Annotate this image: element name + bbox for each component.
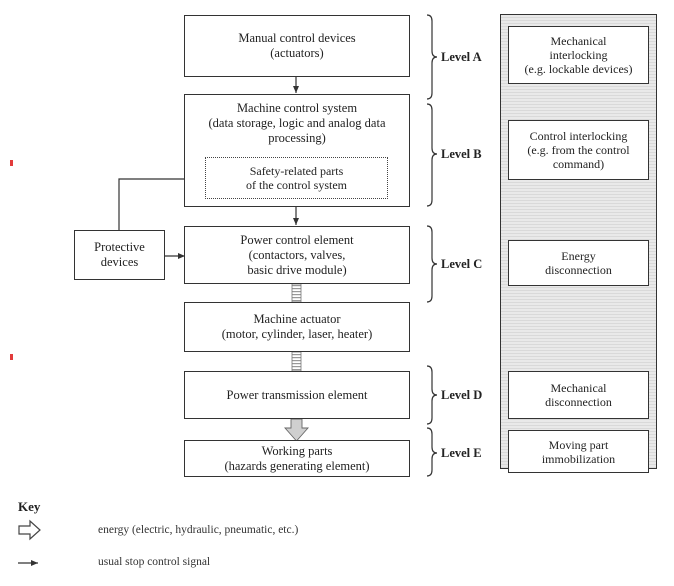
level-e-label: Level E	[441, 446, 482, 460]
energy-arrow-transmission-to-working	[284, 418, 309, 442]
measure-a-line-3: (e.g. lockable devices)	[524, 62, 633, 76]
measure-b-line-2: (e.g. from the control	[527, 143, 630, 157]
protective-line-1: Protective	[94, 240, 145, 254]
key-energy-text: energy (electric, hydraulic, pneumatic, …	[98, 524, 299, 536]
level-c-bracket	[426, 225, 438, 303]
level-b-label: Level B	[441, 147, 482, 161]
transmission-line-1: Power transmission element	[226, 387, 368, 402]
energy-link-actuator-to-transmission	[291, 351, 302, 372]
level-a-label: Level A	[441, 50, 482, 64]
manual-control-line-2: (actuators)	[270, 46, 324, 60]
level-d-label: Level D	[441, 388, 483, 402]
measure-e-line-2: immobilization	[541, 451, 616, 466]
actuator-line-2: (motor, cylinder, laser, heater)	[221, 327, 373, 341]
power-control-element-box: Power control element (contactors, valve…	[184, 226, 410, 284]
signal-line-protective-to-safety	[118, 176, 204, 230]
protective-line-2: devices	[100, 255, 139, 269]
level-c-label: Level C	[441, 257, 483, 271]
key-energy-arrow-icon	[18, 519, 41, 541]
machine-control-line-1: Machine control system	[236, 101, 358, 115]
measure-d-box: Mechanical disconnection	[508, 371, 649, 419]
measure-c-line-1: Energy	[561, 249, 596, 263]
manual-control-line-1: Manual control devices	[238, 31, 356, 45]
level-e-bracket	[426, 427, 438, 477]
level-a-bracket	[426, 14, 438, 100]
working-parts-box: Working parts (hazards generating elemen…	[184, 440, 410, 477]
safety-line-1: Safety-related parts	[249, 164, 344, 178]
power-transmission-element-box: Power transmission element	[184, 371, 410, 419]
measure-b-line-3: command)	[552, 157, 605, 171]
measure-b-box: Control interlocking (e.g. from the cont…	[508, 120, 649, 180]
measure-a-line-2: interlocking	[549, 48, 608, 62]
measure-a-line-1: Mechanical	[550, 34, 607, 48]
margin-mark	[10, 160, 13, 166]
key-signal-text: usual stop control signal	[98, 556, 211, 568]
manual-control-devices-box: Manual control devices (actuators)	[184, 15, 410, 77]
measure-a-box: Mechanical interlocking (e.g. lockable d…	[508, 26, 649, 84]
measure-b-line-1: Control interlocking	[529, 129, 628, 143]
level-d-bracket	[426, 365, 438, 425]
measure-c-line-2: disconnection	[545, 263, 612, 277]
energy-link-power-to-actuator	[291, 283, 302, 303]
power-control-line-1: Power control element	[240, 232, 354, 247]
measure-d-line-1: Mechanical	[550, 381, 607, 395]
working-line-2: (hazards generating element)	[224, 458, 370, 473]
safety-line-2: of the control system	[246, 178, 347, 192]
margin-mark	[10, 354, 13, 360]
level-b-bracket	[426, 103, 438, 207]
key-title: Key	[18, 499, 41, 514]
measure-e-line-1: Moving part	[548, 437, 609, 452]
working-line-1: Working parts	[261, 443, 333, 458]
protective-devices-box: Protective devices	[74, 230, 165, 280]
power-control-line-3: basic drive module)	[247, 262, 347, 277]
power-control-line-2: (contactors, valves,	[248, 247, 346, 262]
machine-actuator-box: Machine actuator (motor, cylinder, laser…	[184, 302, 410, 352]
measure-c-box: Energy disconnection	[508, 240, 649, 286]
safety-related-parts-box: Safety-related parts of the control syst…	[205, 157, 388, 199]
actuator-line-1: Machine actuator	[253, 312, 341, 326]
measure-d-line-2: disconnection	[545, 395, 612, 409]
machine-control-line-3: processing)	[268, 131, 326, 145]
machine-control-line-2: (data storage, logic and analog data	[208, 116, 386, 130]
measure-e-box: Moving part immobilization	[508, 430, 649, 473]
